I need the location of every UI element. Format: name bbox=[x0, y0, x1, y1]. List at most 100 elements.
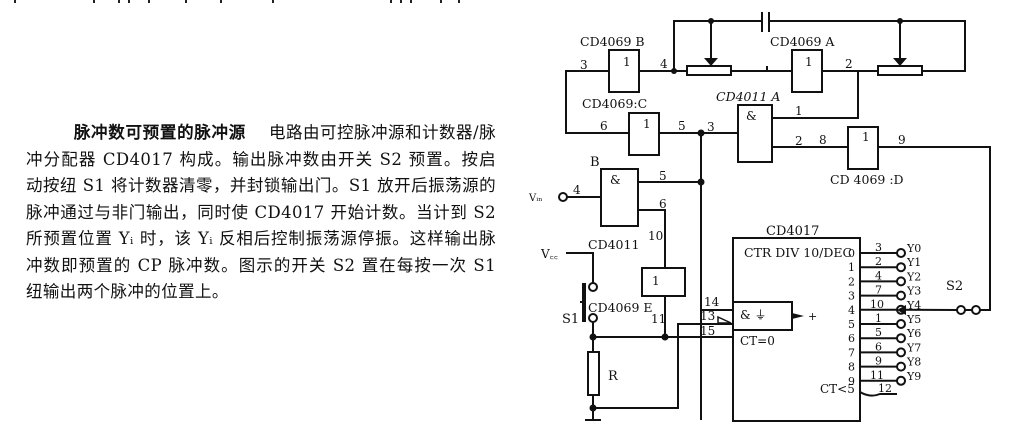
output-y-label: Y5 bbox=[906, 313, 921, 326]
svg-text:1: 1 bbox=[623, 55, 631, 69]
gate-cd4069-d: 1 CD 4069 :D 8 9 bbox=[819, 126, 906, 187]
output-y6: 6 5 Y6 bbox=[848, 326, 921, 345]
output-y2: 2 4 Y2 bbox=[848, 269, 921, 288]
pin-12: 12 bbox=[878, 382, 892, 395]
output-y-label: Y1 bbox=[906, 256, 921, 269]
output-index-label: 5 bbox=[848, 318, 855, 331]
gate-cd4069-b: 1 CD4069 B 3 4 bbox=[580, 34, 668, 93]
cropped-header-remnant bbox=[0, 0, 520, 4]
svg-text:1: 1 bbox=[652, 274, 660, 288]
output-y-label: Y2 bbox=[906, 270, 921, 283]
output-y-label: Y3 bbox=[906, 285, 921, 298]
output-pin-label: 1 bbox=[875, 312, 882, 325]
s1-label: S1 bbox=[562, 312, 579, 327]
svg-text:B: B bbox=[590, 155, 600, 170]
svg-text:5: 5 bbox=[659, 169, 667, 183]
svg-text:10: 10 bbox=[648, 229, 663, 243]
svg-text:6: 6 bbox=[659, 197, 667, 211]
description-title: 脉冲数可预置的脉冲源 bbox=[73, 123, 246, 142]
svg-text:CT<5: CT<5 bbox=[820, 382, 855, 396]
output-index-label: 4 bbox=[848, 304, 855, 317]
output-index-label: 1 bbox=[848, 261, 855, 274]
s2-label: S2 bbox=[946, 279, 963, 294]
output-pin-label: 4 bbox=[875, 269, 882, 282]
svg-text:4: 4 bbox=[660, 57, 668, 71]
output-y5: 5 1 Y5 bbox=[848, 312, 921, 331]
s2-contact-y2[interactable] bbox=[896, 276, 906, 287]
svg-text:2: 2 bbox=[845, 57, 853, 71]
output-y8: 8 9 Y8 bbox=[848, 355, 921, 374]
svg-text:CD4011 A: CD4011 A bbox=[716, 89, 780, 104]
potentiometer-2 bbox=[877, 21, 923, 76]
output-pin-label: 3 bbox=[875, 241, 882, 254]
output-y-label: Y8 bbox=[906, 356, 921, 369]
s2-contact-y0[interactable] bbox=[896, 248, 906, 258]
svg-text:1: 1 bbox=[643, 117, 651, 131]
s2-contact-y1[interactable] bbox=[896, 262, 906, 273]
output-y3: 3 7 Y3 bbox=[848, 284, 921, 303]
svg-text:1: 1 bbox=[862, 130, 870, 144]
output-y-label: Y6 bbox=[906, 327, 921, 340]
output-y-label: Y9 bbox=[906, 370, 921, 383]
vin-terminal bbox=[558, 192, 568, 202]
output-pin-label: 5 bbox=[875, 326, 882, 339]
potentiometer-1 bbox=[686, 21, 732, 76]
wire-output bbox=[878, 146, 991, 311]
gate-cd4011-a: & CD4011 A 3 1 2 bbox=[707, 89, 803, 163]
s2-contact-y7[interactable] bbox=[896, 347, 906, 358]
output-y-label: Y7 bbox=[906, 341, 921, 354]
s2-contact-y8[interactable] bbox=[896, 361, 906, 372]
output-pin-label: 10 bbox=[870, 298, 884, 311]
output-pin-label: 7 bbox=[875, 284, 882, 297]
svg-text:4: 4 bbox=[573, 183, 581, 197]
svg-text:6: 6 bbox=[600, 119, 608, 133]
vin-label: Vᵢₙ bbox=[528, 193, 543, 204]
svg-text:CD4069 A: CD4069 A bbox=[770, 34, 835, 49]
output-pin-label: 2 bbox=[875, 255, 882, 268]
output-y1: 1 2 Y1 bbox=[848, 255, 921, 274]
pin-15: 15 bbox=[700, 324, 715, 338]
svg-text:1: 1 bbox=[805, 55, 813, 69]
output-index-label: 2 bbox=[848, 275, 855, 288]
capacitor-icon bbox=[762, 14, 769, 30]
description-text: 脉冲数可预置的脉冲源 电路由可控脉冲源和计数器/脉冲分配器 CD4017 构成。… bbox=[26, 120, 496, 306]
output-y-label: Y0 bbox=[906, 242, 921, 255]
svg-text:11: 11 bbox=[651, 312, 666, 326]
switch-s2[interactable] bbox=[897, 305, 981, 315]
s2-contact-y3[interactable] bbox=[896, 290, 906, 301]
svg-text:+: + bbox=[808, 310, 817, 323]
description-body: 电路由可控脉冲源和计数器/脉冲分配器 CD4017 构成。输出脉冲数由开关 S2… bbox=[26, 123, 496, 301]
svg-text:3: 3 bbox=[580, 58, 588, 72]
output-index-label: 3 bbox=[848, 290, 855, 303]
output-y4: 4 10 Y4 bbox=[848, 298, 921, 317]
pin-14: 14 bbox=[704, 295, 720, 309]
svg-text:CD4069:C: CD4069:C bbox=[582, 96, 647, 111]
vcc-label: V꜀꜀ bbox=[540, 247, 558, 261]
svg-text:CD4017: CD4017 bbox=[766, 224, 819, 239]
wire-c-input bbox=[565, 71, 629, 134]
svg-text:CD4069 B: CD4069 B bbox=[580, 34, 645, 49]
cd4011-label: CD4011 bbox=[588, 237, 639, 252]
svg-text:&: & bbox=[746, 109, 757, 123]
output-pin-label: 9 bbox=[875, 355, 882, 368]
svg-text:5: 5 bbox=[678, 119, 686, 133]
gate-cd4011-b: & B 4 5 6 bbox=[573, 155, 667, 227]
svg-text:8: 8 bbox=[819, 133, 827, 147]
output-index-label: 8 bbox=[848, 361, 855, 374]
output-pin-label: 11 bbox=[870, 369, 884, 382]
resistor-r bbox=[587, 351, 600, 396]
s2-contact-y6[interactable] bbox=[896, 333, 906, 344]
s2-contact-y5[interactable] bbox=[896, 319, 906, 329]
svg-text:&: & bbox=[610, 173, 621, 187]
pin-13: 13 bbox=[700, 309, 715, 323]
svg-text:& ⏚: & ⏚ bbox=[740, 308, 767, 322]
output-index-label: 6 bbox=[848, 332, 855, 345]
output-y-label: Y4 bbox=[906, 299, 921, 312]
svg-text:CT=0: CT=0 bbox=[740, 334, 775, 348]
svg-text:3: 3 bbox=[707, 120, 715, 134]
s2-contact-y9[interactable] bbox=[896, 375, 906, 386]
